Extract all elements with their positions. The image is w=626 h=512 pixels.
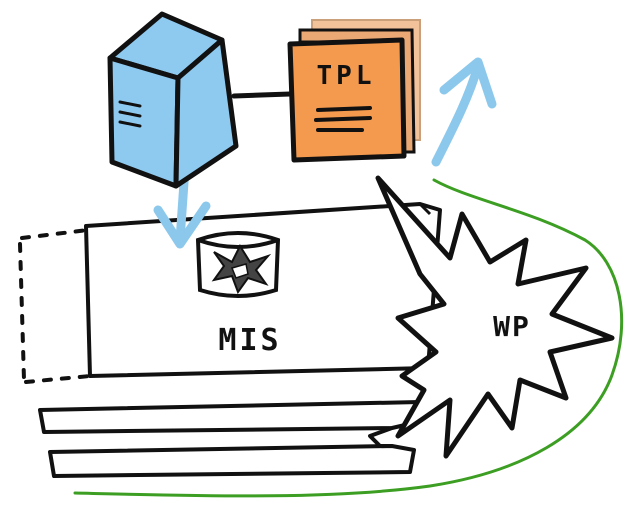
server-node — [110, 14, 236, 186]
template-node: TPL — [290, 20, 420, 160]
server-template-connector — [234, 94, 290, 96]
mis-node: MIS — [86, 204, 440, 376]
template-front-sheet — [290, 40, 404, 160]
template-label: TPL — [317, 61, 376, 91]
mis-label: MIS — [218, 323, 281, 358]
wp-label: WP — [493, 310, 531, 343]
shelf-lower — [50, 446, 414, 476]
database-cylinder-icon — [198, 233, 278, 296]
